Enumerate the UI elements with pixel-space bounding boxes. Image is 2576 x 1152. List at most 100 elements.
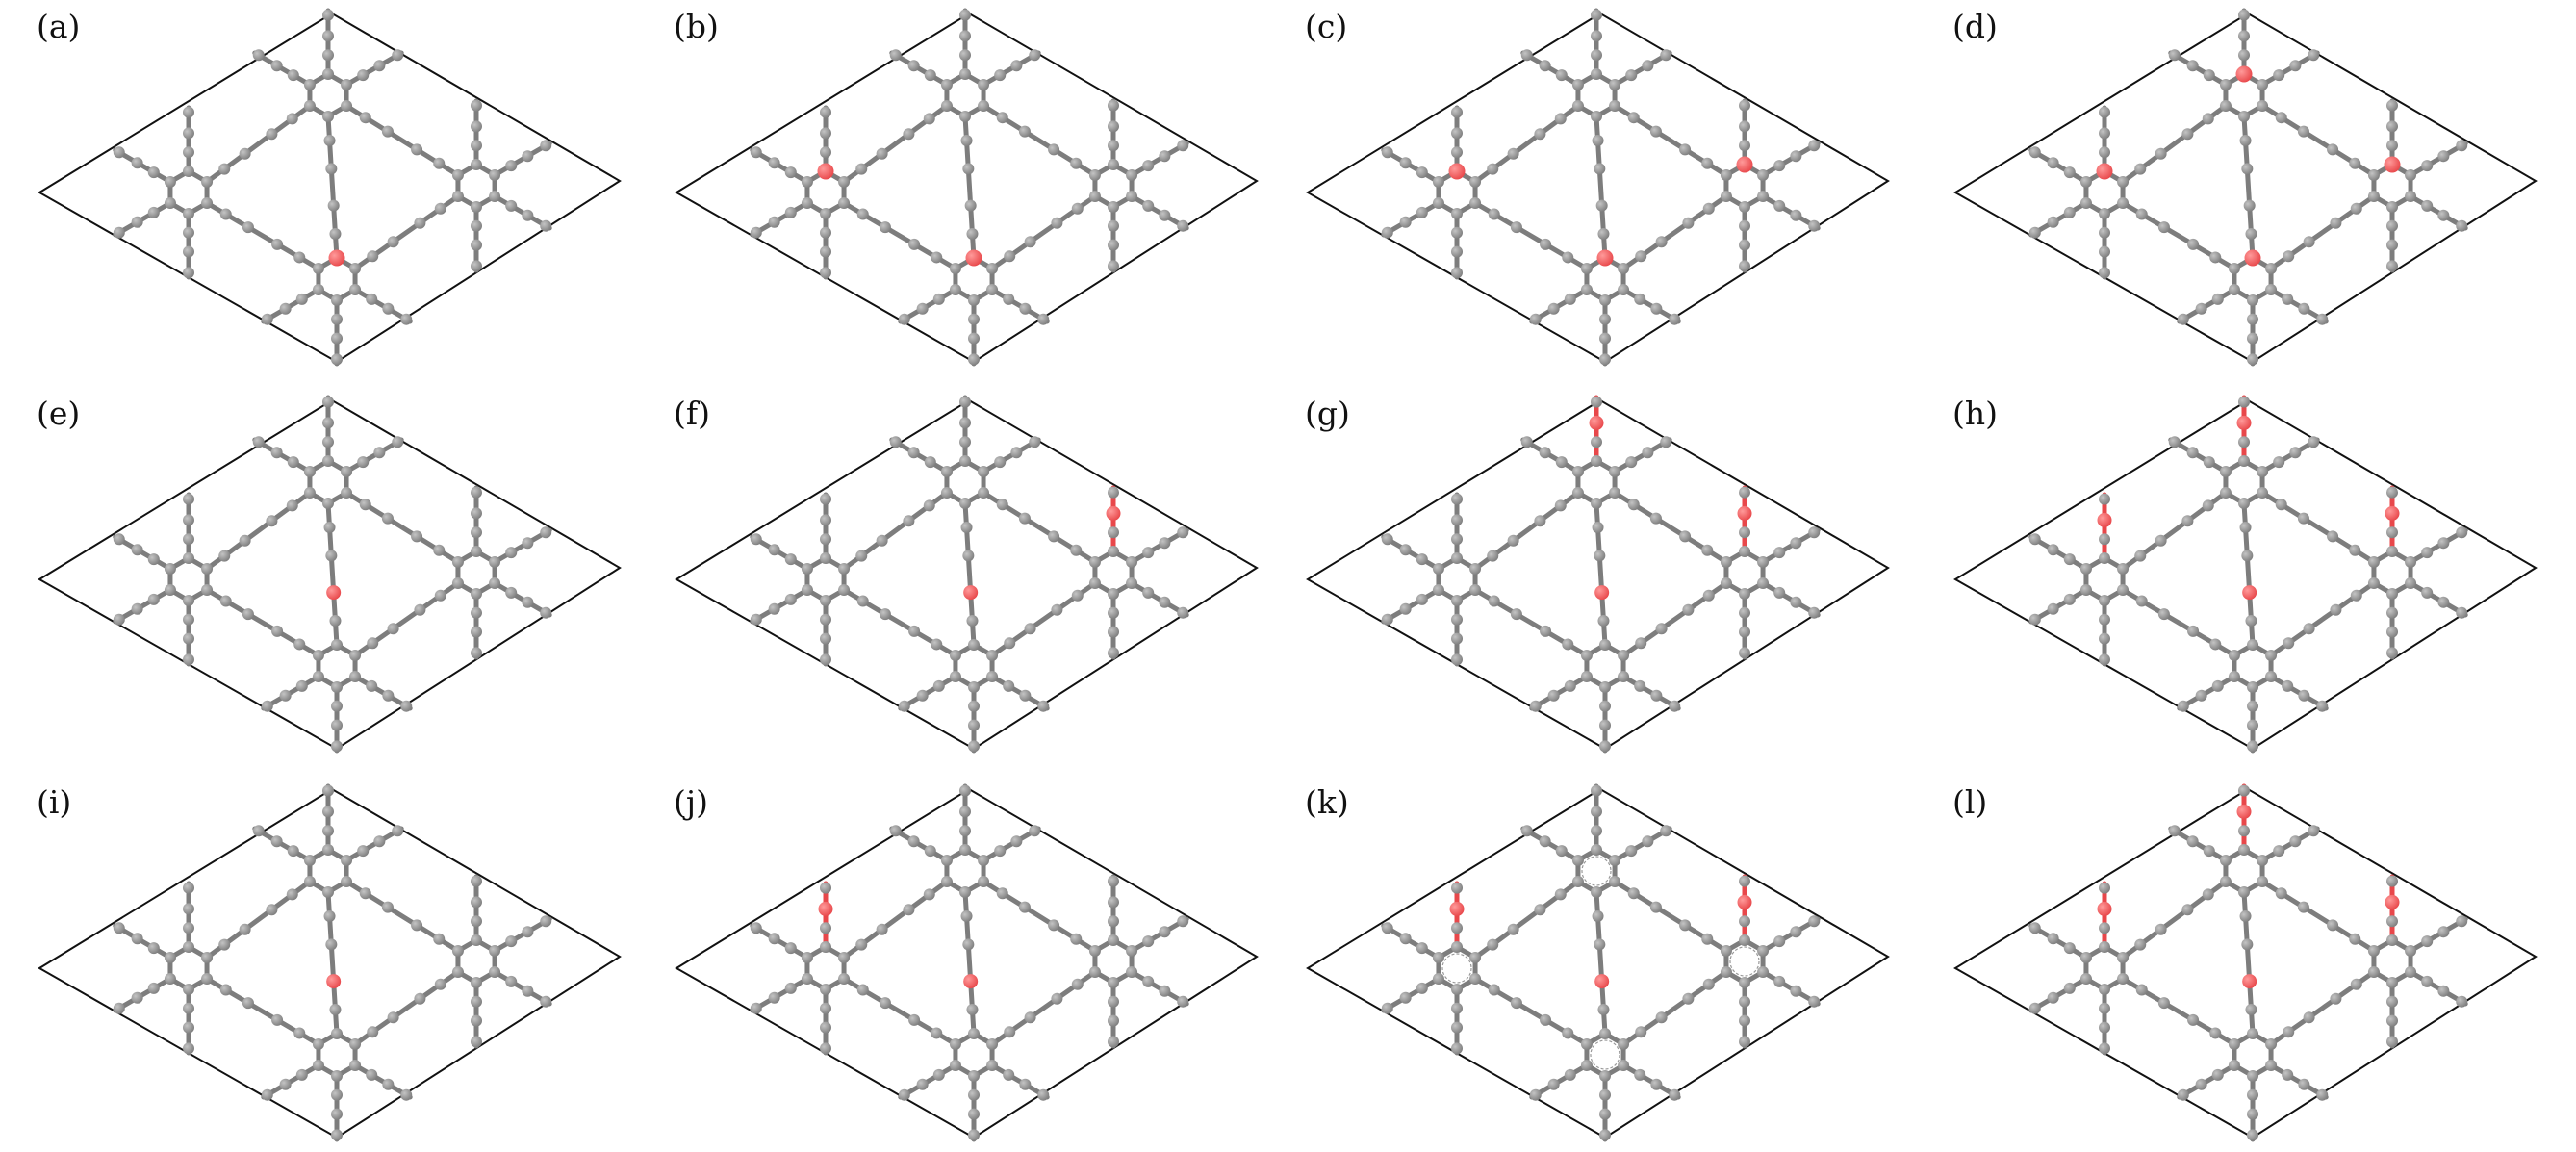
carbon-atom: [1088, 191, 1101, 202]
carbon-atom: [382, 689, 395, 702]
carbon-atom: [183, 166, 194, 177]
bond: [1381, 976, 1441, 1013]
carbon-atom: [367, 1026, 379, 1038]
carbon-atom: [1108, 606, 1119, 619]
carbon-atom: [287, 456, 299, 469]
carbon-atom: [1599, 681, 1611, 693]
bond: [2028, 587, 2089, 625]
carbon-atom: [183, 245, 194, 258]
carbon-atom: [2117, 563, 2130, 575]
carbon-atom: [1126, 191, 1138, 202]
carbon-atom: [960, 521, 973, 533]
carbon-atom: [820, 941, 831, 953]
bond: [1381, 200, 1441, 238]
carbon-atom: [1469, 973, 1482, 985]
carbon-atom: [1580, 671, 1593, 682]
carbon-atom: [2350, 202, 2362, 215]
dopant-atom: [2235, 65, 2253, 83]
carbon-atom: [252, 436, 265, 448]
carbon-atom: [801, 176, 813, 188]
carbon-atom: [1432, 176, 1444, 188]
carbon-atom: [2405, 577, 2417, 589]
carbon-atom: [2316, 313, 2329, 325]
carbon-atom: [1529, 313, 1542, 325]
carbon-atom: [2047, 544, 2059, 556]
carbon-atom: [183, 984, 194, 995]
carbon-atom: [2386, 934, 2398, 946]
carbon-atom: [312, 284, 324, 295]
carbon-atom: [908, 238, 921, 250]
carbon-atom: [366, 293, 378, 305]
carbon-atom: [931, 1027, 943, 1039]
carbon-atom: [1599, 1129, 1611, 1141]
carbon-atom: [2181, 128, 2194, 141]
carbon-atom: [2298, 689, 2310, 702]
carbon-atom: [2099, 1042, 2110, 1055]
bond: [352, 674, 413, 711]
carbon-atom: [1469, 584, 1482, 596]
carbon-atom: [966, 1004, 979, 1016]
carbon-atom: [959, 111, 971, 122]
carbon-atom: [1159, 926, 1171, 938]
carbon-atom: [1451, 1002, 1463, 1014]
carbon-atom: [924, 69, 936, 82]
carbon-atom: [986, 671, 999, 682]
carbon-atom: [322, 111, 334, 122]
carbon-atom: [2238, 396, 2250, 408]
carbon-atom: [349, 263, 362, 274]
bond: [2259, 826, 2320, 863]
carbon-atom: [2265, 671, 2278, 682]
carbon-atom: [876, 923, 888, 935]
structure-drawing: [38, 8, 622, 367]
carbon-atom: [838, 197, 851, 209]
carbon-atom: [996, 887, 1008, 900]
carbon-atom: [2327, 919, 2339, 932]
carbon-atom: [183, 127, 194, 140]
carbon-atom: [331, 294, 343, 306]
carbon-atom: [312, 1060, 324, 1071]
bond: [352, 1062, 413, 1100]
carbon-atom: [2265, 284, 2278, 295]
carbon-atom: [1070, 544, 1083, 556]
bond: [981, 50, 1041, 88]
carbon-atom: [962, 163, 975, 175]
carbon-atom: [1451, 1042, 1463, 1055]
carbon-atom: [1599, 1070, 1611, 1082]
carbon-atom: [1591, 825, 1602, 837]
carbon-atom: [261, 700, 273, 712]
dopant-atom: [1596, 249, 1614, 267]
carbon-atom: [331, 740, 343, 753]
carbon-atom: [489, 169, 501, 181]
carbon-atom: [2168, 49, 2181, 62]
bonds: [1381, 395, 1821, 754]
carbon-atom: [349, 284, 362, 295]
carbon-atom: [2316, 700, 2329, 712]
carbon-atom: [968, 1070, 980, 1082]
atoms: [2028, 9, 2468, 366]
carbon-atom: [1381, 533, 1393, 546]
carbon-atom: [323, 521, 336, 533]
carbon-atom: [2367, 945, 2380, 957]
carbon-atom: [2099, 1002, 2110, 1014]
carbon-atom: [959, 844, 971, 856]
atoms: [1381, 396, 1821, 753]
atoms: [750, 9, 1189, 366]
carbon-atom: [1739, 526, 1750, 539]
carbon-atom: [2209, 251, 2222, 264]
carbon-atom: [2247, 1028, 2258, 1039]
carbon-atom: [2386, 977, 2398, 988]
carbon-atom: [1108, 120, 1119, 133]
carbon-atom: [940, 100, 953, 112]
carbon-atom: [218, 938, 231, 951]
carbon-atom: [968, 313, 980, 325]
carbon-atom: [959, 784, 971, 797]
carbon-atom: [303, 876, 316, 887]
carbon-atom: [2456, 915, 2468, 928]
carbon-atom: [1599, 1028, 1611, 1039]
carbon-atom: [451, 966, 464, 978]
bond: [252, 437, 313, 474]
carbon-atom: [471, 140, 482, 152]
carbon-atom: [820, 613, 831, 626]
carbon-atom: [2257, 466, 2269, 477]
carbon-atom: [113, 613, 125, 626]
